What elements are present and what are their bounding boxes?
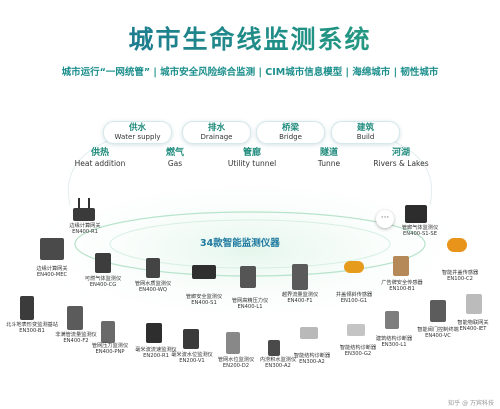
category-build: 建筑 Build bbox=[331, 121, 400, 144]
partial-flow-device-icon bbox=[67, 306, 83, 330]
category-label: 供热 bbox=[90, 148, 109, 158]
structural-diagnosis-device-icon bbox=[347, 324, 365, 336]
category-label: 桥梁 bbox=[281, 123, 299, 133]
category-label-en: Tunne bbox=[317, 159, 341, 168]
category-water-supply: 供水 Water supply bbox=[103, 121, 172, 144]
category-label: 燃气 bbox=[165, 148, 184, 158]
category-label-en: Water supply bbox=[114, 133, 161, 141]
gas-detector-device-icon bbox=[95, 253, 111, 273]
antenna-icon bbox=[78, 198, 80, 208]
tunnel-safety-device-icon bbox=[192, 265, 216, 279]
category-rivers-lakes: 河湖 Rivers & Lakes bbox=[356, 148, 446, 169]
building-diagnosis-device-icon bbox=[385, 311, 399, 329]
tilt-sensor-device-icon bbox=[344, 261, 364, 273]
radar-flow-device-icon bbox=[146, 323, 162, 343]
flow-meter-device-icon bbox=[292, 264, 308, 290]
category-label: 供水 bbox=[128, 123, 146, 133]
category-label: 排水 bbox=[207, 123, 225, 133]
category-label: 建筑 bbox=[356, 123, 374, 133]
category-label: 河湖 bbox=[391, 148, 410, 158]
category-label: 管廊 bbox=[242, 148, 261, 158]
beidou-station-device-icon bbox=[20, 296, 34, 320]
category-label-en: Drainage bbox=[200, 133, 233, 141]
billboard-sensor-device-icon bbox=[393, 256, 409, 276]
structural-diagnosis-device-icon bbox=[300, 327, 318, 339]
gas-monitor-device-icon bbox=[405, 205, 427, 223]
radar-level-device-icon bbox=[183, 329, 199, 349]
category-label-en: Bridge bbox=[279, 133, 302, 141]
category-tunnel: 隧道 Tunne bbox=[294, 148, 364, 169]
water-quality-device-icon bbox=[146, 258, 160, 278]
instrument-count-label: 34款智能监测仪器 bbox=[200, 238, 280, 249]
gateway-device-icon bbox=[73, 208, 95, 221]
valve-control-device-icon bbox=[430, 300, 446, 322]
category-label-en: Build bbox=[356, 133, 375, 141]
category-label-en: Utility tunnel bbox=[227, 159, 277, 168]
category-label-en: Rivers & Lakes bbox=[373, 159, 429, 168]
pipe-pressure-device-icon bbox=[101, 321, 115, 343]
iot-gateway-device-icon bbox=[466, 294, 482, 314]
page-subtitle: 城市运行“一网统管” | 城市安全风险综合监测 | CIM城市信息模型 | 海绵… bbox=[61, 67, 439, 78]
category-gas: 燃气 Gas bbox=[140, 148, 210, 169]
category-label-en: Gas bbox=[167, 159, 183, 168]
watermark: 知乎 @ 万宾科技 bbox=[448, 400, 494, 407]
category-label: 隧道 bbox=[319, 148, 338, 158]
category-heat-addition: 供热 Heat addition bbox=[55, 148, 145, 169]
category-bridge: 桥梁 Bridge bbox=[256, 121, 325, 144]
edge-gateway-device-icon bbox=[40, 238, 64, 260]
manhole-sensor-device-icon bbox=[447, 238, 467, 252]
page-title: 城市生命线监测系统 bbox=[0, 20, 500, 56]
category-label-en: Heat addition bbox=[74, 159, 126, 168]
category-drainage: 排水 Drainage bbox=[182, 121, 251, 144]
antenna-icon bbox=[88, 198, 90, 208]
waterlogging-device-icon bbox=[268, 340, 280, 356]
more-icon: ··· bbox=[376, 210, 394, 228]
pressure-meter-device-icon bbox=[240, 266, 256, 288]
category-utility-tunnel: 管廊 Utility tunnel bbox=[212, 148, 292, 169]
water-level-device-icon bbox=[226, 332, 240, 354]
